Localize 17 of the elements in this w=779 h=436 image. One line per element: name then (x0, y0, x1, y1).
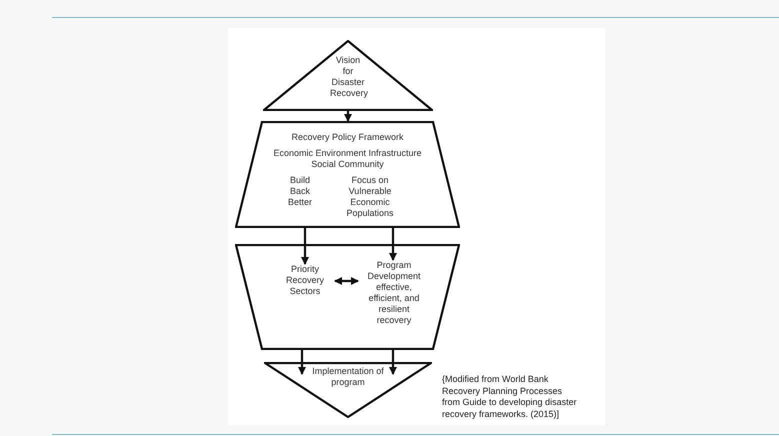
arrow (344, 111, 352, 122)
node-text: Focus on Vulnerable Economic Populations (345, 175, 395, 219)
node-text: Priority Recovery Sectors (284, 264, 325, 297)
arrow (301, 228, 309, 265)
arrow (389, 228, 397, 261)
triangle-shape (264, 362, 432, 418)
triangle-shape (263, 40, 433, 111)
node-heading: Recovery Policy Framework (290, 132, 405, 143)
node-text: Vision for Disaster Recovery (329, 55, 370, 99)
node-text: Economic Environment Infrastructure Social Community (272, 148, 423, 170)
node-text: Implementation of program (311, 366, 385, 388)
node-text: Build Back Better (286, 175, 313, 208)
source-note: {Modified from World Bank Recovery Planning Processes from Guide to developing disaster recovery frameworks. (2015)] (442, 374, 578, 420)
arrow (298, 350, 306, 375)
arrow (389, 350, 397, 375)
double-arrow (334, 277, 359, 285)
node-text: Program Development effective, efficient, and resilient recovery (366, 260, 422, 326)
